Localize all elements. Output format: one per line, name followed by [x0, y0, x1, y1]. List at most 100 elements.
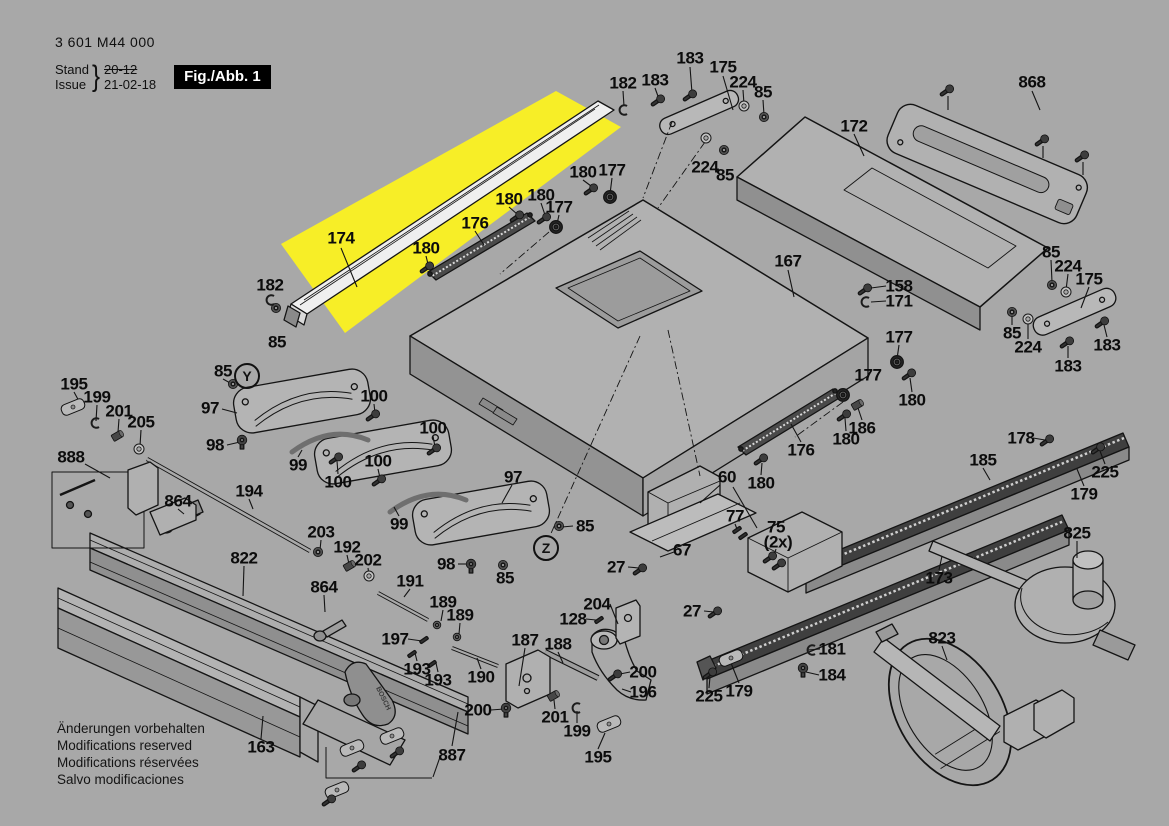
nut-glyph — [227, 378, 238, 389]
blade-guard-823-drawing — [873, 623, 1075, 787]
nut-glyph — [1007, 306, 1018, 317]
grommet-glyph — [890, 355, 904, 369]
part-number: 3 601 M44 000 — [55, 34, 155, 50]
screw-glyph — [328, 452, 344, 465]
rail-176-left — [427, 212, 536, 281]
plate-glyph — [718, 649, 744, 667]
screw-glyph — [707, 606, 723, 619]
stand-label: Stand — [55, 62, 89, 77]
screw-glyph — [389, 746, 405, 759]
nut-glyph — [759, 112, 770, 123]
clip-glyph — [90, 417, 100, 429]
hardware-glyphs — [60, 84, 1110, 807]
pin-glyph — [738, 531, 748, 541]
screw-glyph — [1059, 336, 1075, 349]
screw-glyph — [682, 89, 698, 102]
grommet-glyph — [603, 190, 617, 204]
extension-table-drawing — [736, 116, 1068, 331]
pan-glyph — [465, 558, 477, 574]
screw-glyph — [583, 183, 599, 196]
clip-glyph — [860, 296, 870, 308]
pin-glyph — [732, 525, 742, 535]
plate-glyph — [60, 398, 86, 416]
plate-glyph — [596, 715, 622, 733]
guide-rail-174-drawing — [283, 100, 615, 328]
screw-glyph — [632, 563, 648, 576]
knob-glyph — [432, 620, 442, 630]
washer-glyph — [700, 132, 712, 144]
grommet-glyph — [549, 220, 563, 234]
leader-lines — [73, 66, 1108, 778]
washer-glyph — [1060, 286, 1072, 298]
screw-glyph — [1090, 442, 1106, 455]
screw-glyph — [1094, 316, 1110, 329]
support-bracket-cluster — [232, 368, 551, 546]
miter-gauge-825-drawing — [928, 540, 1136, 661]
screw-glyph — [607, 669, 623, 682]
datum-lines — [499, 121, 844, 541]
notice-line-fr: Modifications réservées — [57, 755, 199, 770]
nut-glyph — [1047, 279, 1058, 290]
screw-glyph — [771, 558, 787, 571]
title-block: 3 601 M44 000 Stand Issue } 20-12 21-02-… — [55, 34, 271, 94]
plate-glyph — [339, 739, 365, 757]
notice-line-de: Änderungen vorbehalten — [57, 721, 205, 736]
clip-glyph — [806, 644, 816, 656]
bushing-glyph — [546, 690, 560, 702]
bracket-888-drawing — [51, 461, 197, 549]
knob-glyph — [452, 632, 462, 642]
pan-glyph — [500, 702, 512, 718]
washer-glyph — [363, 570, 375, 582]
screw-glyph — [351, 760, 367, 773]
screw-glyph — [1039, 434, 1055, 447]
bushing-glyph — [110, 430, 124, 442]
rail-185-drawing — [799, 432, 1130, 594]
linkage-cluster — [145, 457, 652, 709]
washer-glyph — [1022, 313, 1034, 325]
grommet-glyph — [836, 388, 850, 402]
screw-glyph — [509, 210, 525, 223]
pin-glyph — [419, 635, 429, 645]
screw-glyph — [857, 283, 873, 296]
pin-glyph — [594, 615, 604, 625]
stand-value: 20-12 — [104, 62, 138, 77]
revision-block: Stand Issue } 20-12 21-02-18 Fig./Abb. 1 — [55, 60, 271, 94]
screw-glyph — [939, 84, 955, 97]
fence-163-drawing — [57, 587, 319, 763]
screw-glyph — [365, 409, 381, 422]
screw-glyph — [753, 453, 769, 466]
bushing-glyph — [850, 399, 864, 411]
nut-glyph — [719, 144, 730, 155]
pan-glyph — [236, 434, 248, 450]
screw-glyph — [419, 261, 435, 274]
screw-glyph — [762, 551, 778, 564]
screw-glyph — [321, 794, 337, 807]
screw-glyph — [650, 94, 666, 107]
plate-glyph — [379, 727, 405, 745]
washer-glyph — [738, 100, 750, 112]
mounting-plate-175-top — [659, 89, 740, 136]
screw-glyph — [702, 667, 718, 680]
clip-glyph — [265, 294, 275, 306]
screw-glyph — [1074, 150, 1090, 163]
screw-glyph — [901, 368, 917, 381]
legal-notice: Änderungen vorbehalten Modifications res… — [57, 720, 205, 788]
screw-glyph — [426, 443, 442, 456]
screw-glyph — [536, 212, 552, 225]
nut-glyph — [497, 560, 508, 571]
bracket-60-cluster — [629, 465, 843, 593]
plate-glyph — [324, 781, 350, 799]
throat-plate-868-drawing — [886, 103, 1089, 225]
screw-glyph — [1034, 134, 1050, 147]
figure-label: Fig./Abb. 1 — [174, 65, 271, 89]
clip-glyph — [571, 702, 581, 714]
issue-label: Issue — [55, 77, 87, 92]
bushing-glyph — [342, 560, 356, 572]
mounting-plate-175-right — [1032, 287, 1117, 336]
nut-glyph — [554, 521, 565, 532]
screw-glyph — [371, 474, 387, 487]
nut-glyph — [270, 302, 281, 313]
notice-line-en: Modifications reserved — [57, 738, 193, 753]
notice-line-es: Salvo modificaciones — [57, 772, 184, 787]
